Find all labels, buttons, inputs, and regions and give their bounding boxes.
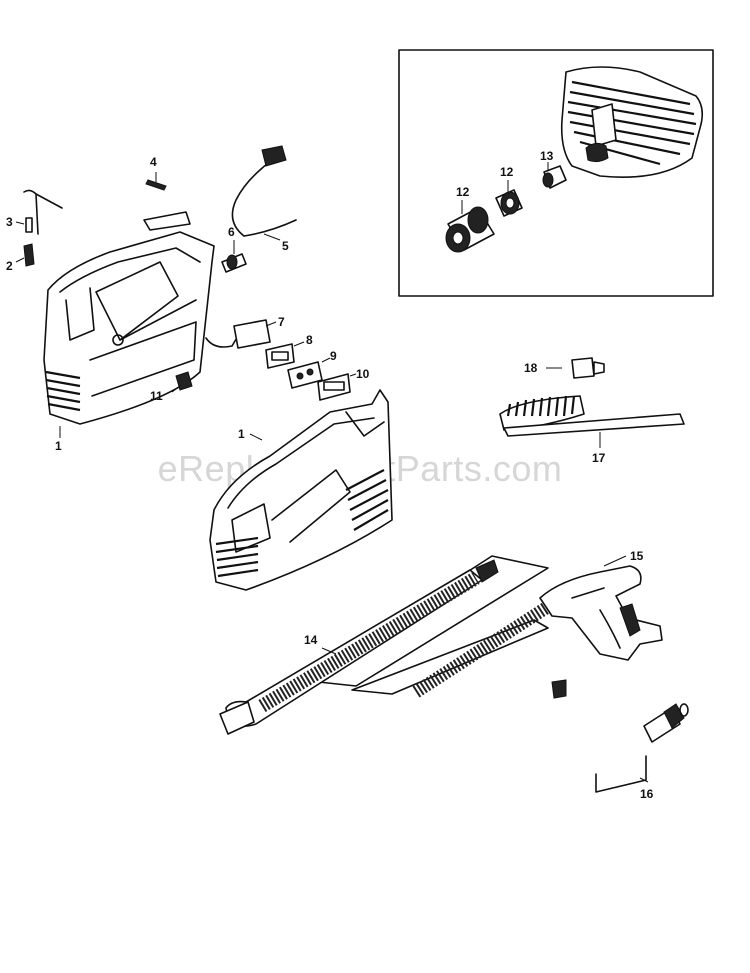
high-pressure-hose (551, 679, 689, 793)
inset-detail-box (398, 49, 714, 297)
label-12b: 12 (500, 165, 514, 179)
label-14: 14 (304, 633, 318, 647)
label-1b: 1 (238, 427, 245, 441)
label-13: 13 (540, 149, 554, 163)
label-16: 16 (640, 787, 654, 801)
label-18: 18 (524, 361, 538, 375)
label-10: 10 (356, 367, 370, 381)
power-cord (231, 145, 297, 241)
label-9: 9 (330, 349, 337, 363)
spray-wand (219, 555, 549, 735)
label-12a: 12 (456, 185, 470, 199)
brush (499, 395, 685, 448)
spray-gun (351, 555, 663, 698)
label-11: 11 (150, 389, 163, 403)
label-8: 8 (306, 333, 313, 347)
housing-half-lower (209, 389, 393, 591)
label-7: 7 (278, 315, 285, 329)
switch-assembly (205, 319, 277, 349)
housing-half-upper (43, 211, 215, 425)
label-1a: 1 (55, 439, 62, 453)
label-2: 2 (6, 259, 13, 273)
label-5: 5 (282, 239, 289, 253)
hex-key-parts (15, 189, 63, 267)
nozzle (546, 357, 605, 379)
label-3: 3 (6, 215, 13, 229)
label-15: 15 (630, 549, 644, 563)
label-17: 17 (592, 451, 606, 465)
label-6: 6 (228, 225, 235, 239)
label-4: 4 (150, 155, 157, 169)
